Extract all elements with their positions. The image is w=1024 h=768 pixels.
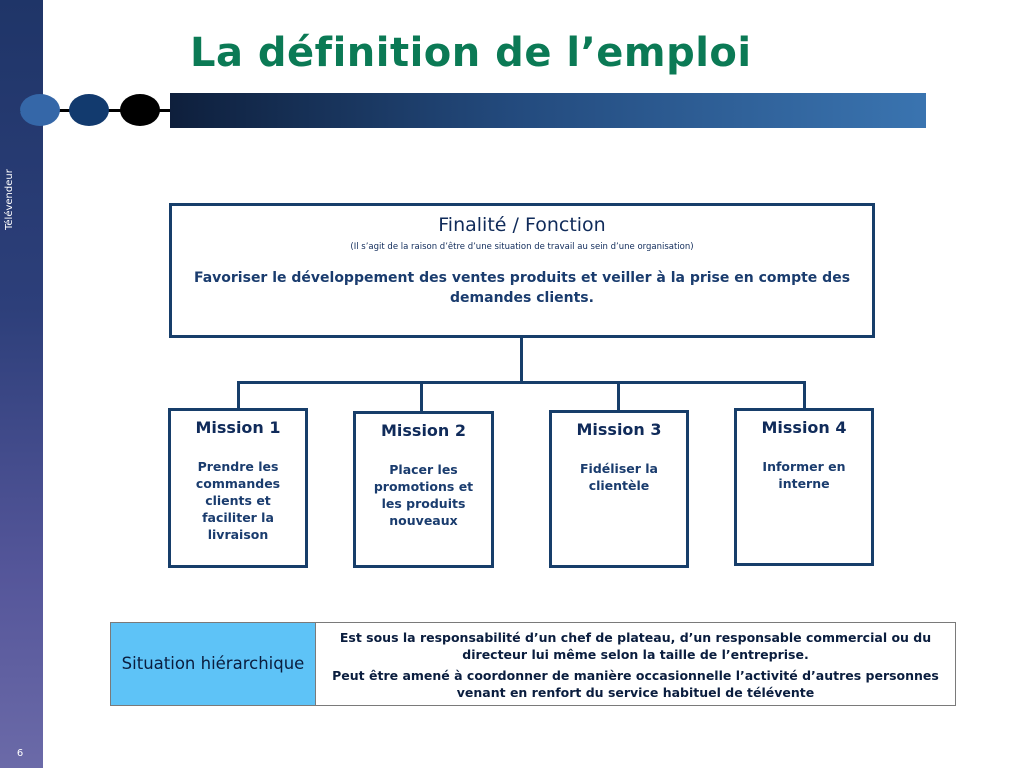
connector-vertical-main — [520, 338, 523, 383]
sidebar-label: Télévendeur — [4, 169, 15, 230]
decorative-dot-light — [20, 94, 60, 126]
situation-line-2: Peut être amené à coordonner de manière … — [332, 667, 939, 700]
connector-horizontal — [237, 381, 806, 384]
mission-4-title: Mission 4 — [761, 418, 847, 437]
connector-mission-2 — [420, 381, 423, 412]
situation-line-1: Est sous la responsabilité d’un chef de … — [339, 630, 932, 663]
decorative-dot-medium — [69, 94, 109, 126]
mission-4-description: Informer en interne — [762, 459, 846, 492]
mission-1-title: Mission 1 — [195, 418, 281, 437]
mission-4-box: Mission 4 Informer en interne — [734, 408, 874, 566]
decorative-dot-dark — [120, 94, 160, 126]
finalite-title: Finalité / Fonction — [438, 214, 606, 236]
page-number: 6 — [16, 748, 24, 759]
slide-title: La définition de l’emploi — [190, 30, 752, 76]
connector-mission-1 — [237, 381, 240, 409]
mission-2-description: Placer les promotions et les produits no… — [373, 462, 474, 528]
finalite-box: Finalité / Fonction (Il s’agit de la rai… — [169, 203, 875, 338]
situation-body-cell: Est sous la responsabilité d’un chef de … — [316, 623, 955, 705]
title-gradient-bar — [170, 93, 926, 128]
mission-3-description: Fidéliser la clientèle — [580, 461, 658, 494]
connector-mission-4 — [803, 381, 806, 409]
mission-3-box: Mission 3 Fidéliser la clientèle — [549, 410, 689, 568]
mission-2-title: Mission 2 — [380, 421, 467, 440]
mission-3-title: Mission 3 — [576, 420, 662, 439]
mission-2-box: Mission 2 Placer les promotions et les p… — [353, 411, 494, 568]
finalite-subtitle: (Il s’agit de la raison d’être d’une sit… — [350, 241, 694, 252]
finalite-description: Favoriser le développement des ventes pr… — [193, 269, 851, 307]
mission-1-box: Mission 1 Prendre les commandes clients … — [168, 408, 308, 568]
situation-header-cell: Situation hiérarchique — [111, 623, 316, 705]
left-sidebar-bar: Télévendeur 6 — [0, 0, 43, 768]
mission-1-description: Prendre les commandes clients et facilit… — [195, 459, 281, 542]
connector-mission-3 — [617, 381, 620, 411]
situation-table: Situation hiérarchique Est sous la respo… — [110, 622, 956, 706]
